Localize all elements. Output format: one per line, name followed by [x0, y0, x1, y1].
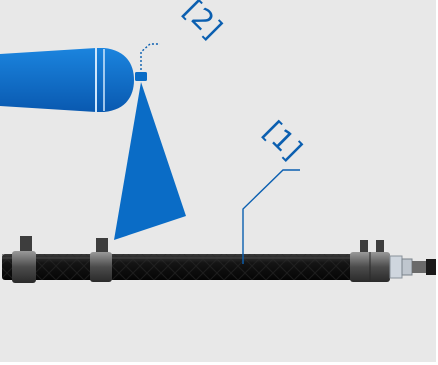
callout-hose: [1] — [257, 115, 308, 166]
leader-line-nozzle — [140, 43, 160, 70]
fitting-icon — [389, 255, 436, 279]
leader-line-hose — [242, 169, 300, 264]
nozzle-tip — [135, 72, 147, 81]
clamp-icon — [12, 236, 36, 283]
spray-cone-icon — [114, 82, 186, 240]
clamp-icon — [350, 240, 390, 282]
callout-nozzle: [2] — [177, 0, 228, 45]
spray-can-icon — [0, 48, 147, 112]
hose-icon — [2, 254, 390, 280]
clamp-icon — [90, 238, 112, 282]
